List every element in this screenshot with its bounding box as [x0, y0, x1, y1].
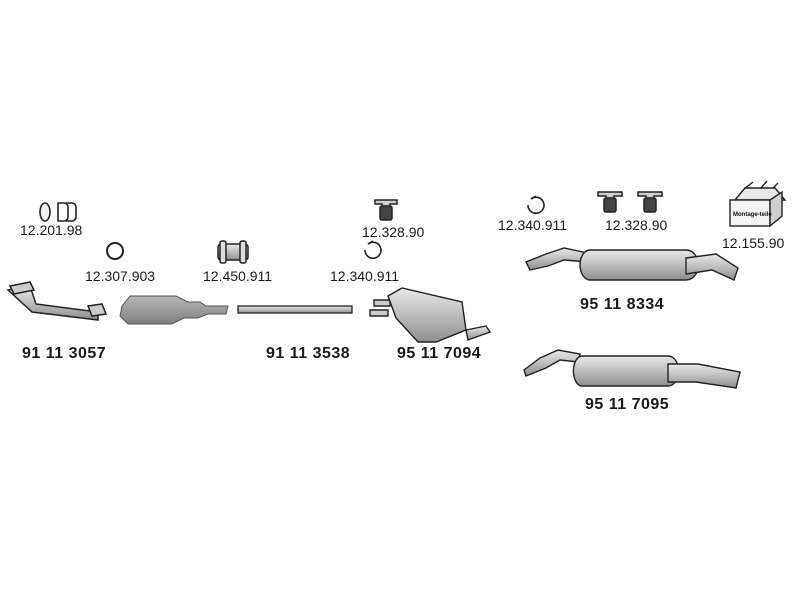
part-number-clamp-ring-set: 12.201.98: [20, 222, 83, 238]
part-number-rear-silencer-b: 95 11 7095: [585, 396, 670, 413]
front-pipe-icon: [6, 281, 108, 321]
part-number-pipe-clamp: 12.450.911: [203, 268, 273, 284]
part-number-rear-silencer-a: 95 11 8334: [580, 296, 665, 313]
bracket-left-icon: [374, 199, 398, 221]
part-number-gasket-ring: 12.307.903: [85, 268, 156, 284]
part-number-clamp-right: 12.340.911: [498, 217, 568, 233]
part-number-bracket-left: 12.328.90: [362, 224, 425, 240]
part-number-clamp-left: 12.340.911: [330, 268, 400, 284]
catalytic-converter-icon: [119, 295, 229, 325]
middle-pipe-icon: [237, 305, 353, 314]
bracket-right-icon: [597, 191, 663, 213]
part-number-middle-pipe: 91 11 3538: [266, 345, 351, 362]
part-number-bracket-right: 12.328.90: [605, 217, 668, 233]
clamp-right-icon: [527, 195, 545, 215]
gasket-ring-icon: [106, 242, 124, 260]
rear-silencer-a-icon: [525, 247, 739, 281]
clamp-left-icon: [364, 240, 382, 260]
middle-silencer-icon: [369, 287, 492, 343]
mounting-kit-label: Montage-teile: [733, 212, 772, 218]
pipe-clamp-icon: [217, 240, 249, 264]
clamp-ring-set-icon: [39, 202, 77, 222]
part-number-middle-silencer: 95 11 7094: [397, 345, 482, 362]
part-number-front-pipe: 91 11 3057: [22, 345, 107, 362]
mounting-kit-icon: Montage-teile: [729, 180, 787, 228]
rear-silencer-b-icon: [523, 349, 741, 389]
part-number-mounting-kit: 12.155.90: [722, 235, 785, 251]
